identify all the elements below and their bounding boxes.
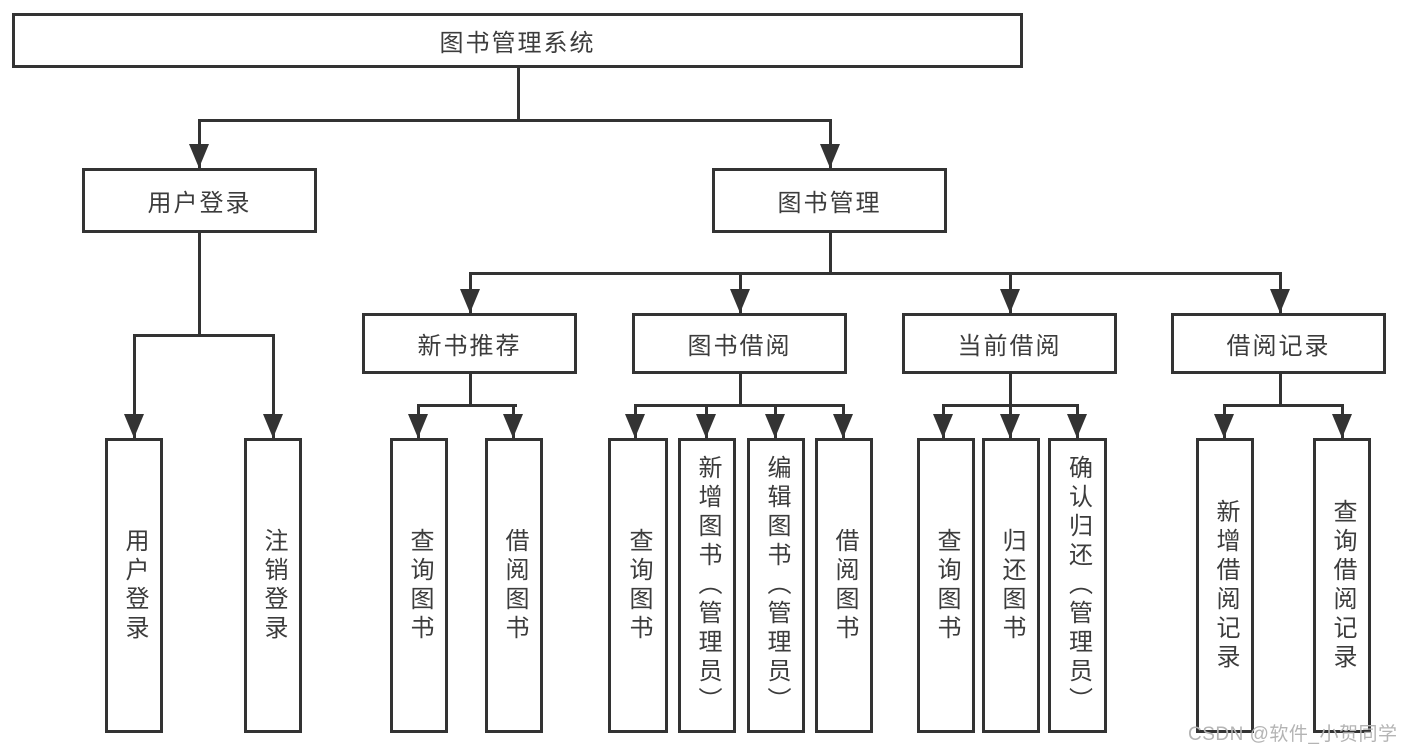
leaf-rec-add-record: 新增借阅记录 <box>1196 438 1254 733</box>
leaf-rec-query-label: 查询借阅记录 <box>1329 498 1356 673</box>
leaf-rec-add-label: 新增借阅记录 <box>1212 498 1239 673</box>
leaf-bw-borrow-label: 借阅图书 <box>831 527 858 644</box>
leaf-bw-edit-books-admin: 编辑图书（管理员） <box>747 438 805 733</box>
csdn-watermark: CSDN @软件_小贺同学 <box>1188 724 1398 745</box>
arrowhead-cur-confirm <box>1067 414 1087 438</box>
leaf-cur-confirm-return-admin: 确认归还（管理员） <box>1048 438 1107 733</box>
connector-level2-rail <box>198 119 832 122</box>
leaf-nb-borrow-books: 借阅图书 <box>485 438 543 733</box>
connector-user-login-rail <box>133 334 275 337</box>
arrowhead-book-mgmt <box>820 144 840 168</box>
node-book-management: 图书管理 <box>712 168 947 233</box>
leaf-bw-edit-label: 编辑图书（管理员） <box>763 455 790 716</box>
arrowhead-rec-query <box>1332 414 1352 438</box>
node-user-login: 用户登录 <box>82 168 317 233</box>
arrowhead-cur-query <box>933 414 953 438</box>
leaf-cur-return-books: 归还图书 <box>982 438 1040 733</box>
arrowhead-bw-add <box>696 414 716 438</box>
leaf-nb-query-label: 查询图书 <box>406 527 433 644</box>
arrowhead-new-books <box>460 289 480 313</box>
leaf-bw-borrow-books: 借阅图书 <box>815 438 873 733</box>
arrowhead-nb-borrow <box>503 414 523 438</box>
arrowhead-bw-borrow <box>833 414 853 438</box>
arrowhead-borrow <box>730 289 750 313</box>
node-borrow-records: 借阅记录 <box>1171 313 1386 374</box>
connector-current-stem <box>1009 374 1012 406</box>
leaf-nb-query-books: 查询图书 <box>390 438 448 733</box>
arrowhead-bw-query <box>625 414 645 438</box>
leaf-cur-return-label: 归还图书 <box>998 527 1025 644</box>
leaf-logout: 注销登录 <box>244 438 302 733</box>
arrowhead-leaf-user-login <box>124 414 144 438</box>
connector-to-user-login <box>198 119 201 168</box>
leaf-rec-query-record: 查询借阅记录 <box>1313 438 1371 733</box>
arrowhead-rec-add <box>1214 414 1234 438</box>
connector-to-book-mgmt <box>829 119 832 168</box>
connector-user-login-stem <box>198 233 201 336</box>
node-current-borrowing: 当前借阅 <box>902 313 1117 374</box>
connector-book-mgmt-stem <box>829 233 832 274</box>
connector-records-rail <box>1223 404 1344 407</box>
connector-borrow-rail <box>634 404 845 407</box>
arrowhead-records <box>1270 289 1290 313</box>
leaf-cur-query-label: 查询图书 <box>933 527 960 644</box>
arrowhead-leaf-logout <box>263 414 283 438</box>
arrowhead-nb-query <box>408 414 428 438</box>
leaf-bw-query-label: 查询图书 <box>625 527 652 644</box>
node-library-system: 图书管理系统 <box>12 13 1023 68</box>
arrowhead-bw-edit <box>765 414 785 438</box>
arrowhead-user-login <box>189 144 209 168</box>
leaf-bw-add-books-admin: 新增图书（管理员） <box>678 438 736 733</box>
arrowhead-current <box>1000 289 1020 313</box>
leaf-bw-query-books: 查询图书 <box>608 438 668 733</box>
leaf-user-login-label: 用户登录 <box>121 527 148 644</box>
arrowhead-cur-return <box>1000 414 1020 438</box>
node-new-book-recommend: 新书推荐 <box>362 313 577 374</box>
leaf-user-login: 用户登录 <box>105 438 163 733</box>
connector-to-leaf-logout <box>272 334 275 438</box>
leaf-cur-confirm-label: 确认归还（管理员） <box>1064 455 1092 716</box>
leaf-bw-add-label: 新增图书（管理员） <box>694 455 721 716</box>
connector-borrow-stem <box>739 374 742 406</box>
connector-level3-rail <box>469 272 1282 275</box>
connector-new-books-stem <box>469 374 472 406</box>
node-book-borrowing: 图书借阅 <box>632 313 847 374</box>
leaf-nb-borrow-label: 借阅图书 <box>501 527 528 644</box>
connector-root-stem <box>517 65 520 121</box>
connector-to-leaf-user-login <box>133 334 136 438</box>
connector-records-stem <box>1279 374 1282 406</box>
leaf-logout-label: 注销登录 <box>260 527 287 644</box>
connector-new-books-rail <box>417 404 517 407</box>
leaf-cur-query-books: 查询图书 <box>917 438 975 733</box>
